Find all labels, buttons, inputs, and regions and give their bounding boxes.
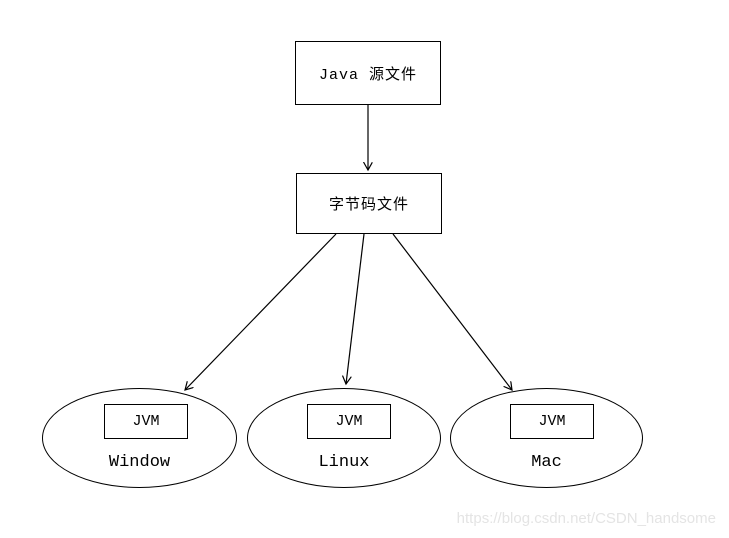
csdn-watermark: https://blog.csdn.net/CSDN_handsome bbox=[456, 510, 716, 527]
jvm-label-window: JVM bbox=[132, 413, 160, 430]
arrow-bytecode-to-mac bbox=[392, 233, 512, 390]
os-label-linux: Linux bbox=[318, 453, 370, 472]
bytecode-box: 字节码文件 bbox=[296, 173, 442, 234]
arrow-bytecode-to-linux bbox=[346, 233, 365, 384]
bytecode-label: 字节码文件 bbox=[328, 197, 409, 214]
jvm-box-window: JVM bbox=[104, 404, 188, 439]
jvm-label-linux: JVM bbox=[335, 413, 363, 430]
os-label-window: Window bbox=[108, 453, 171, 472]
jvm-label-mac: JVM bbox=[538, 413, 566, 430]
arrow-bytecode-to-window bbox=[185, 233, 337, 390]
java-source-box: Java 源文件 bbox=[295, 41, 441, 105]
jvm-box-mac: JVM bbox=[510, 404, 594, 439]
jvm-box-linux: JVM bbox=[307, 404, 391, 439]
os-label-mac: Mac bbox=[531, 453, 562, 472]
java-source-label: Java 源文件 bbox=[318, 66, 417, 84]
